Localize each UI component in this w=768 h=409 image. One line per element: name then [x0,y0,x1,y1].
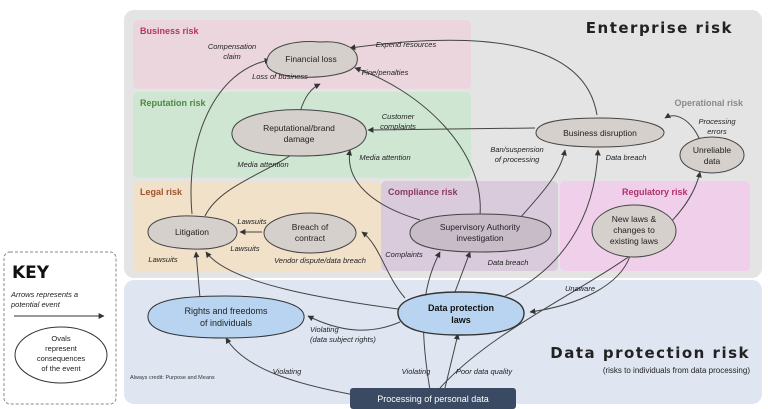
edge-fine-penalties: Fine/penalties [362,68,409,77]
edge-customer-complaints-2: complaints [380,122,416,131]
key-ovals-text-3: consequences [37,354,86,363]
arrow-rights-litigation [193,251,201,299]
arrow-dpl-supervisory [454,251,471,293]
arrow-unreliable-disruption [664,112,701,141]
arrow-newlaws-dpl [529,255,631,315]
arrow-dpl-litigation [205,251,421,313]
arrow-supervisory-financial [354,66,481,216]
edge-loss-of-business: Loss of business [252,72,308,81]
node-supervisory-authority: Supervisory Authority investigation [409,213,552,253]
edge-data-breach-top: Data breach [606,153,647,162]
edge-ban-suspension-2: of processing [495,155,540,164]
arrow-group [190,39,702,396]
edge-data-breach-bottom: Data breach [488,258,529,267]
business-disruption-label: Business disruption [563,128,637,138]
node-new-laws: New laws & changes to existing laws [591,204,677,258]
supervisory-authority-label-1: Supervisory Authority [440,222,521,232]
edge-ban-suspension-1: Ban/suspension [490,145,543,154]
edge-expend-resources: Expend resources [376,40,437,49]
edge-violating-left: Violating [273,367,302,376]
arrow-supervisory-disruption [519,149,567,219]
data-protection-risk-title: Data protection risk [550,344,750,362]
edge-lawsuits-left: Lawsuits [148,255,177,264]
compliance-risk-title: Compliance risk [388,187,459,197]
edge-compensation-claim-2: claim [223,52,241,61]
legal-risk-title: Legal risk [140,187,183,197]
arrow-processing-rights [225,337,356,396]
arrow-dpl-breach [361,231,406,299]
arrow-litigation-reputation [204,149,299,217]
processing-label: Processing of personal data [377,394,489,404]
new-laws-label-1: New laws & [612,214,657,224]
arrow-dpl-rights [307,315,401,331]
edge-media-attention-right: Media attention [359,153,410,162]
arrow-disruption-reputation [367,126,536,133]
edge-unaware: Unaware [565,284,595,293]
node-rights-and-freedoms: Rights and freedoms of individuals [147,295,305,339]
key-oval [14,326,108,384]
new-laws-label-3: existing laws [610,236,658,246]
node-litigation: Litigation [147,215,238,250]
data-protection-risk-subtitle: (risks to individuals from data processi… [603,366,751,375]
processing-of-personal-data: Processing of personal data [350,388,516,409]
arrow-reputation-financial [299,83,321,113]
key-ovals-text-1: Ovals [51,334,70,343]
edge-customer-complaints-1: Customer [382,112,415,121]
node-financial-loss: Financial loss [266,41,358,78]
key-arrows-text-2: potential event [10,300,61,309]
key-title: KEY [12,263,50,283]
regulatory-risk-title: Regulatory risk [622,187,689,197]
reputation-risk-title: Reputation risk [140,98,207,108]
key-ovals-text-2: represent [45,344,78,353]
data-protection-laws-label-1: Data protection [428,303,494,313]
supervisory-authority-label-2: investigation [456,233,504,243]
edge-media-attention-left: Media attention [237,160,288,169]
edge-lawsuits-top: Lawsuits [237,217,266,226]
breach-of-contract-label-1: Breach of [292,222,329,232]
credit-text: Always credit: Purpose and Means [130,375,215,381]
enterprise-risk-title: Enterprise risk [586,19,733,37]
edge-violating-dsr-1: Violating [310,325,339,334]
arrow-disruption-financial [349,39,598,116]
operational-risk-title: Operational risk [674,98,744,108]
litigation-label: Litigation [175,227,209,237]
edge-processing-errors-1: Processing [698,117,736,126]
node-unreliable-data: Unreliable data [679,136,745,174]
rights-freedoms-label-1: Rights and freedoms [184,306,268,316]
node-data-protection-laws: Data protection laws [397,291,525,336]
key-arrows-text-1: Arrows represents a [10,290,78,299]
node-business-disruption: Business disruption [535,117,665,148]
arrow-processing-unreliable [439,171,702,389]
financial-loss-label: Financial loss [285,54,337,64]
edge-vendor-dispute: Vendor dispute/data breach [274,256,366,265]
edge-compensation-claim-1: Compensation [208,42,256,51]
reputational-damage-label-2: damage [284,134,315,144]
key-ovals-text-4: of the event [41,364,81,373]
edge-violating-right: Violating [402,367,431,376]
arrow-litigation-financial [190,58,271,215]
arrow-dpl-disruption [504,149,601,297]
rights-freedoms-label-2: of individuals [200,318,253,328]
arrow-processing-dpl [444,333,460,389]
reputational-damage-label-1: Reputational/brand [263,123,335,133]
key-legend: KEY Arrows represents a potential event … [3,251,117,405]
arrow-supervisory-reputation [346,149,421,221]
edge-poor-data-quality: Poor data quality [456,367,514,376]
new-laws-label-2: changes to [613,225,655,235]
breach-of-contract-label-2: contract [295,233,326,243]
edge-processing-errors-2: errors [707,127,727,136]
unreliable-data-label-1: Unreliable [693,145,732,155]
edge-violating-dsr-2: (data subject rights) [310,335,376,344]
node-reputational-damage: Reputational/brand damage [231,109,367,157]
business-risk-title: Business risk [140,26,200,36]
node-breach-of-contract: Breach of contract [263,212,357,254]
unreliable-data-label-2: data [704,156,721,166]
edge-complaints: Complaints [385,250,423,259]
edge-labels: Compensation claim Expend resources Loss… [148,40,736,376]
data-protection-laws-label-2: laws [451,315,471,325]
edge-lawsuits-mid: Lawsuits [230,244,259,253]
